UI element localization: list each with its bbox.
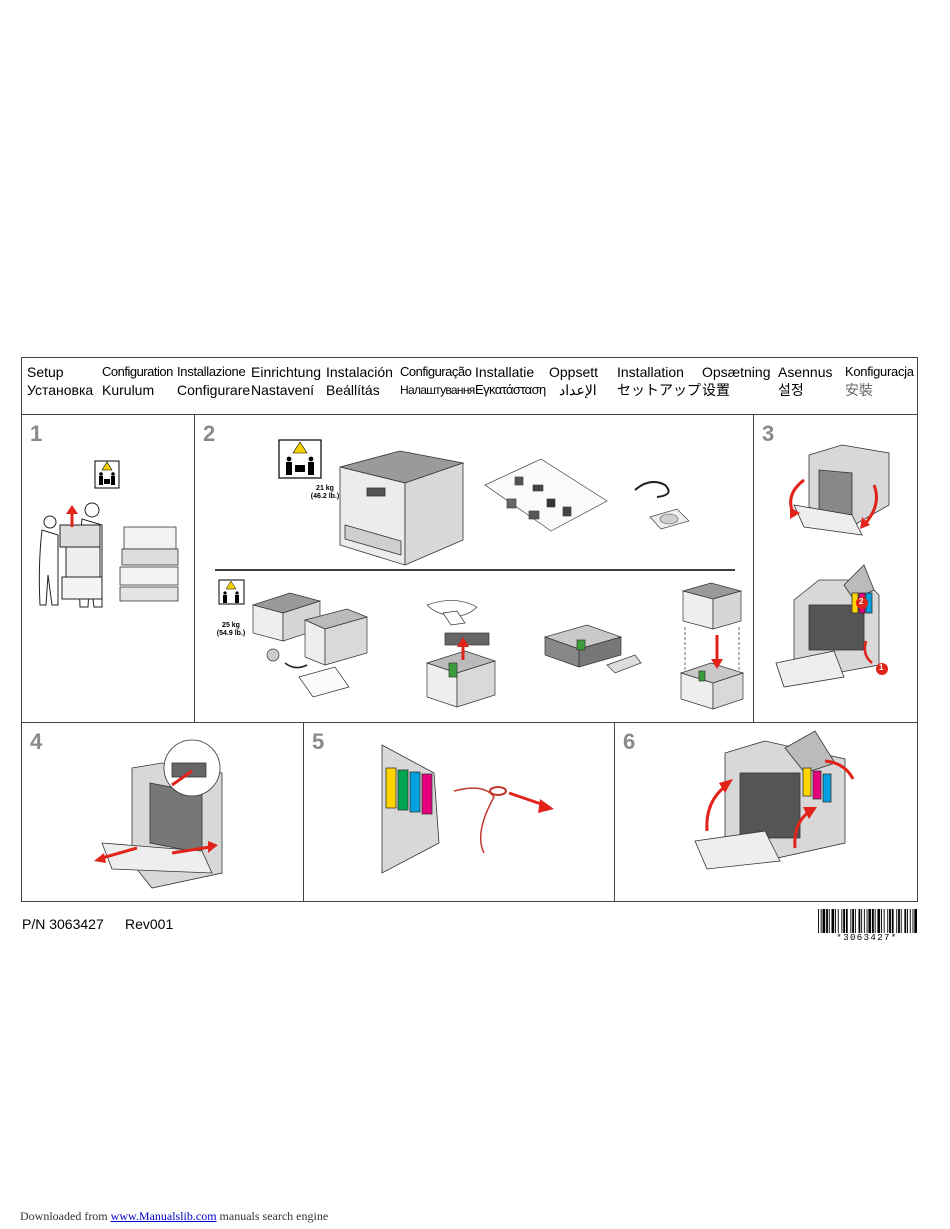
- printer-close-cover: [694, 730, 846, 870]
- printer-toner-cartridges: [381, 744, 440, 874]
- lang-hu: Beállítás: [326, 382, 380, 398]
- step-5-illustration: [381, 744, 554, 874]
- packing-strip-icon: [453, 787, 495, 854]
- pull-left-arrowhead-icon: [94, 853, 106, 863]
- pull-strip-arrowhead-icon: [538, 799, 554, 813]
- lang-fi: Asennus: [778, 364, 833, 380]
- lang-en: Setup: [27, 364, 64, 380]
- step-3-number: 3: [762, 421, 775, 446]
- printer-illustration: [339, 450, 465, 566]
- close-left-arrowhead-icon: [719, 779, 733, 793]
- printer-with-tray: [251, 592, 369, 698]
- step-2-up-arrowhead-icon: [457, 637, 469, 647]
- pull-right-arrowhead-icon: [208, 841, 218, 853]
- lang-it: Installazione: [177, 364, 246, 379]
- close-cover-arrow-icon: [824, 759, 855, 780]
- step-3-illustration: [775, 444, 890, 688]
- lang-ro: Configurare: [177, 382, 251, 398]
- step-6-illustration: [694, 730, 855, 870]
- printer-lifting-cover: [775, 564, 880, 688]
- printer-stacking: [679, 582, 745, 710]
- lang-no: Oppsett: [549, 364, 599, 380]
- lang-pt: Configuração: [400, 364, 472, 379]
- step-2-illustration: [215, 439, 745, 710]
- lang-ja: セットアップ: [617, 382, 701, 398]
- pull-strip-arrow-icon: [508, 791, 545, 807]
- pull-right-arrow-icon: [171, 845, 211, 855]
- weight-label-25kg: 25 kg (54.9 lb.): [216, 622, 246, 637]
- lang-zh-cn: 设置: [702, 382, 730, 398]
- people-lifting-printer: [38, 502, 103, 608]
- step-4-illustration: [94, 739, 223, 889]
- lang-da: Opsætning: [702, 364, 771, 380]
- part-number: P/N 3063427: [22, 916, 104, 932]
- lang-pl: Konfiguracja: [845, 364, 914, 379]
- open-door-arrowhead-right-icon: [860, 517, 870, 529]
- step-4-number: 4: [30, 729, 43, 754]
- printer-remove-packing: [101, 739, 223, 889]
- language-header: Setup Configuration Installazione Einric…: [22, 358, 917, 415]
- step-6-number: 6: [623, 729, 636, 754]
- lift-arrowhead-icon: [66, 505, 78, 514]
- step-2-panel: 2: [195, 415, 754, 722]
- callout-2-label: 2: [859, 597, 864, 606]
- step-1-number: 1: [30, 421, 43, 446]
- two-person-lift-icon-25kg: [218, 579, 245, 605]
- tray-top-view: [543, 624, 642, 674]
- callout-1-badge: [876, 663, 888, 675]
- lang-nl: Installatie: [475, 364, 535, 380]
- parts-sheet: [484, 458, 608, 532]
- weight-label-21kg: 21 kg (46.2 lb.): [310, 485, 340, 500]
- lang-es: Instalación: [326, 364, 393, 380]
- step-1-panel: 1: [22, 415, 195, 722]
- lang-ru: Установка: [27, 382, 94, 398]
- lang-ko: 설정: [778, 382, 804, 398]
- barcode-text: *3063427*: [836, 933, 898, 943]
- step-4-panel: 4: [22, 723, 304, 901]
- barcode-icon: [818, 909, 917, 933]
- two-person-lift-icon-21kg: [278, 439, 322, 479]
- close-left-arrow-icon: [705, 783, 728, 832]
- download-notice: Downloaded from www.Manualslib.com manua…: [20, 1209, 328, 1224]
- step-2-number: 2: [203, 421, 216, 446]
- power-cord-icon: [634, 480, 670, 498]
- steps-row-2: 4 5: [22, 723, 917, 901]
- tray-unpacking: [425, 600, 497, 708]
- open-door-arrowhead-left-icon: [790, 507, 800, 519]
- pull-left-arrow-icon: [101, 846, 138, 860]
- revision: Rev001: [125, 916, 174, 932]
- manualslib-link[interactable]: www.Manualslib.com: [110, 1209, 217, 1223]
- cd-icon: [649, 508, 690, 530]
- step-1-illustration: [38, 460, 179, 608]
- step-3-panel: 3: [754, 415, 917, 722]
- download-prefix: Downloaded from: [20, 1209, 108, 1223]
- lang-zh-tw: 安裝: [845, 382, 873, 398]
- lang-ar: الإعداد: [559, 382, 597, 398]
- lift-cover-arrow-icon: [863, 640, 873, 664]
- open-door-arrow-right-icon: [862, 484, 878, 527]
- lang-uk: Налаштування: [400, 383, 475, 397]
- lang-tr: Kurulum: [102, 382, 155, 398]
- step-5-panel: 5: [304, 723, 615, 901]
- lang-de: Einrichtung: [251, 364, 322, 380]
- close-right-arrowhead-icon: [803, 807, 817, 819]
- two-person-lift-icon: [94, 460, 120, 489]
- step-5-number: 5: [312, 729, 325, 754]
- download-suffix: manuals search engine: [219, 1209, 329, 1223]
- pull-tab-icon: [489, 786, 507, 796]
- stacked-printer-units: [119, 526, 179, 602]
- lang-cs: Nastavení: [251, 382, 315, 398]
- steps-row-1: 1: [22, 415, 917, 723]
- printer-open-front-door: [793, 444, 890, 536]
- callout-2-badge: [856, 597, 868, 609]
- step-6-panel: 6: [615, 723, 917, 901]
- callout-1-label: 1: [879, 663, 884, 672]
- setup-sheet: Setup Configuration Installazione Einric…: [21, 357, 918, 902]
- lang-fr: Configuration: [102, 364, 173, 379]
- zoom-arrow-icon: [171, 769, 193, 787]
- step-2-down-arrowhead-icon: [711, 659, 723, 669]
- lang-sv: Installation: [617, 364, 684, 380]
- lang-el: Εγκατάσταση: [475, 382, 546, 397]
